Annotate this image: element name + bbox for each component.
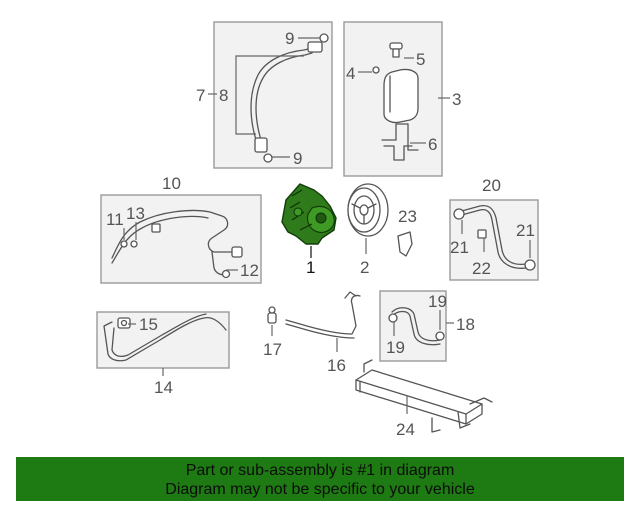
hose-assembly-7[interactable] <box>250 33 329 163</box>
callout-3: 3 <box>452 90 461 109</box>
oil-cooler-24[interactable] <box>355 359 493 433</box>
callout-14: 14 <box>154 378 173 397</box>
callout-22: 22 <box>472 259 491 278</box>
callout-23: 23 <box>398 207 417 226</box>
callout-13: 13 <box>126 204 145 223</box>
callout-12: 12 <box>240 261 259 280</box>
callout-18: 18 <box>456 315 475 334</box>
pulley-2[interactable] <box>347 183 389 237</box>
hose-assembly-18[interactable] <box>388 307 445 346</box>
fitting-17[interactable] <box>267 306 277 324</box>
callout-2: 2 <box>360 258 369 277</box>
return-line-assembly-14[interactable] <box>103 313 227 362</box>
callout-6: 6 <box>428 135 437 154</box>
bracket-23[interactable] <box>397 231 413 257</box>
callout-19-top: 19 <box>428 292 447 311</box>
leader-lines-10 <box>123 222 238 271</box>
callout-17: 17 <box>263 340 282 359</box>
callout-5: 5 <box>416 50 425 69</box>
callout-11: 11 <box>106 210 124 229</box>
callout-21-left: 21 <box>450 238 469 257</box>
callout-9-top: 9 <box>285 29 294 48</box>
leader-lines-3-4-5-6 <box>358 57 450 144</box>
reservoir-assembly-3[interactable] <box>372 42 419 161</box>
banner-line-1: Part or sub-assembly is #1 in diagram <box>185 462 455 479</box>
callout-24: 24 <box>396 420 415 439</box>
callout-8: 8 <box>219 86 228 105</box>
info-banner: Part or sub-assembly is #1 in diagram Di… <box>16 457 624 501</box>
cooler-line-assembly-20[interactable] <box>453 204 536 271</box>
leader-lines-20 <box>461 220 531 258</box>
group-box-cooler-line-20 <box>449 199 539 281</box>
callout-4: 4 <box>346 64 355 83</box>
pressure-line-assembly-10[interactable] <box>111 209 243 279</box>
callout-9-bottom: 9 <box>293 149 302 168</box>
group-box-return-line-14 <box>96 311 230 369</box>
callout-19-bottom: 19 <box>386 338 405 357</box>
parts-diagram: 7 8 9 9 3 4 5 6 10 11 13 12 <box>96 21 539 439</box>
line-16[interactable] <box>285 291 361 339</box>
banner-line-2: Diagram may not be specific to your vehi… <box>165 481 475 498</box>
callout-7: 7 <box>196 86 205 105</box>
group-box-hose-18 <box>379 290 447 362</box>
callout-20: 20 <box>482 176 501 195</box>
power-steering-pump-1-highlighted[interactable] <box>281 183 337 245</box>
callout-16: 16 <box>327 356 346 375</box>
leader-lines-18-19 <box>393 310 454 336</box>
callout-1: 1 <box>306 258 315 277</box>
callout-21-right: 21 <box>516 221 535 240</box>
callout-15: 15 <box>139 315 158 334</box>
leader-lines-7-8-9 <box>208 37 320 158</box>
callout-10: 10 <box>162 174 181 193</box>
